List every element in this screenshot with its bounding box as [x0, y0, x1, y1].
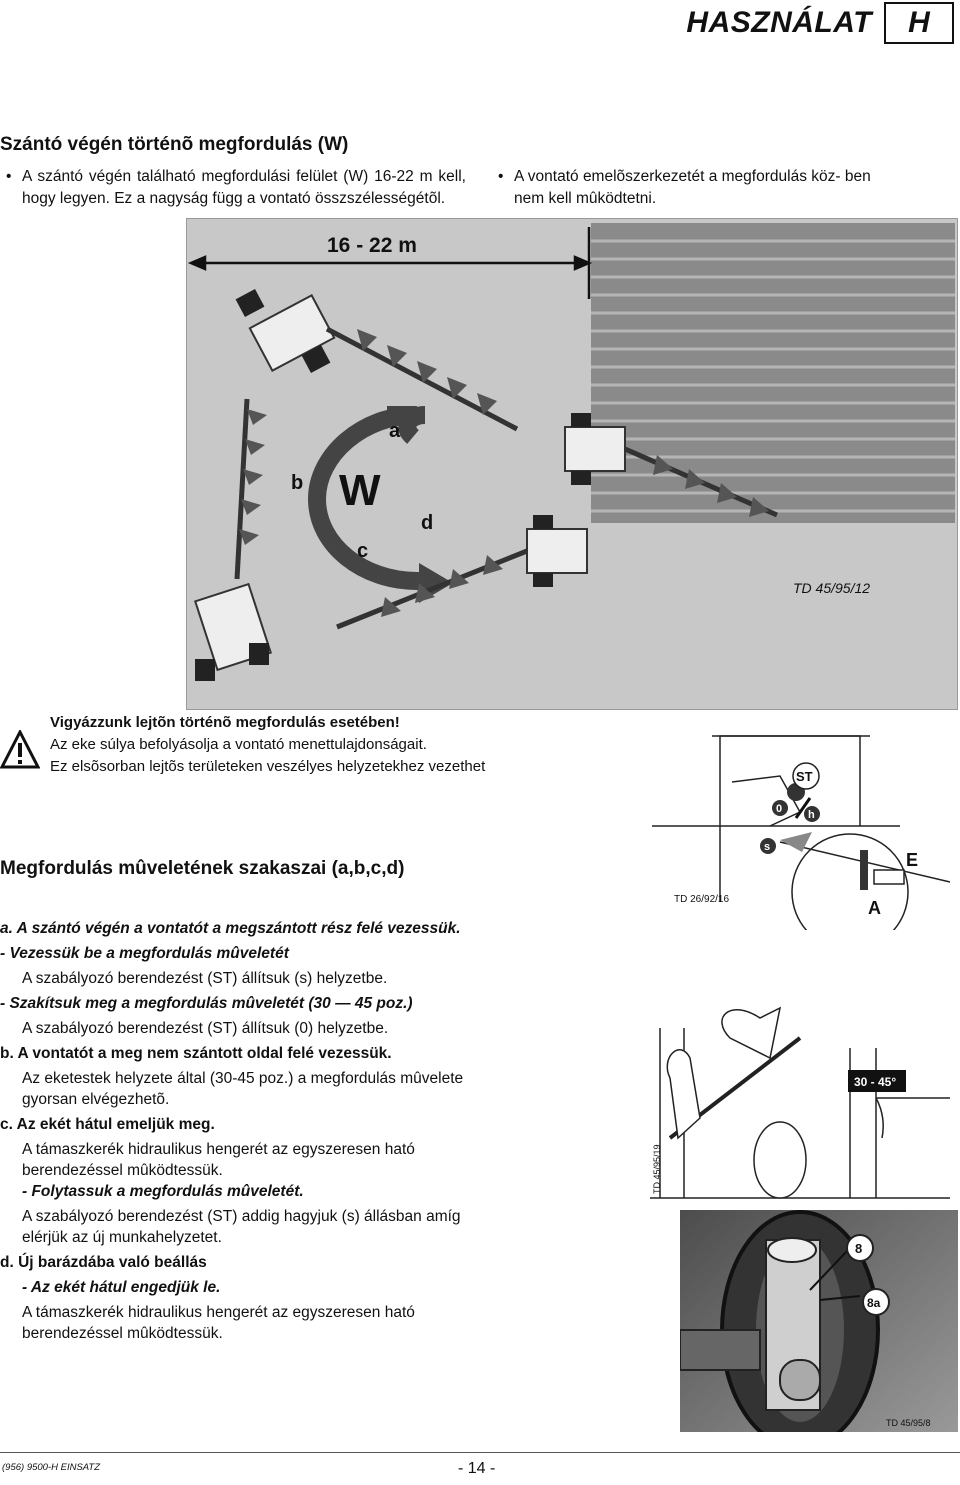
- field-diagram-svg: 16 - 22 m W a b c d: [187, 223, 955, 681]
- tractor-figure-ref: TD 26/92/16: [674, 894, 729, 905]
- step-b-title: b. A vontatót a meg nem szántott oldal f…: [0, 1045, 392, 1062]
- plough-figure-ref: TD 45/95/19: [652, 1144, 662, 1194]
- plough-angle-svg: 30 - 45° TD 45/95/19: [650, 1006, 950, 1199]
- step-c-title: c. Az ekét hátul emeljük meg.: [0, 1116, 215, 1133]
- step-b-text: Az eketestek helyzete által (30-45 poz.)…: [22, 1070, 464, 1108]
- tractor-label-e: E: [906, 850, 918, 870]
- step-d-sub: - Az ekét hátul engedjük le.: [22, 1279, 221, 1296]
- tractor-label-s: s: [764, 841, 770, 853]
- tractor-plough-1: [235, 289, 519, 432]
- plough-angle-label: 30 - 45°: [854, 1075, 896, 1089]
- warning-line-2: Az eke súlya befolyásolja a vontató mene…: [50, 736, 427, 753]
- wheel-label-8a: 8a: [867, 1296, 881, 1310]
- warning-line-1: Vigyázzunk lejtõn történõ megfordulás es…: [50, 714, 400, 731]
- label-c: c: [357, 540, 368, 562]
- steps-title: Megfordulás mûveletének szakaszai (a,b,c…: [0, 858, 405, 879]
- steps-list: a. A szántó végén a vontatót a megszánto…: [0, 918, 468, 1344]
- warning-text: Vigyázzunk lejtõn történõ megfordulás es…: [50, 712, 490, 778]
- footer-rule: [0, 1452, 960, 1453]
- label-b: b: [291, 472, 303, 494]
- tractor-plough-2: [193, 398, 273, 681]
- plough-angle-figure: 30 - 45° TD 45/95/19: [650, 998, 950, 1204]
- step-a-sub1-text: A szabályozó berendezést (ST) állítsuk (…: [22, 970, 388, 987]
- dimension-arrow: [187, 227, 593, 299]
- step-d-text: A támaszkerék hidraulikus hengerét az eg…: [22, 1304, 415, 1342]
- label-d: d: [421, 512, 433, 534]
- bullet-turning-area: A szántó végén található megfordulási fe…: [6, 166, 466, 210]
- tractor-control-svg: ST 0 h s E A TD 26/92/16: [652, 735, 951, 951]
- tractor-label-a: A: [868, 898, 881, 918]
- dimension-label: 16 - 22 m: [327, 234, 417, 257]
- field-diagram-ref: TD 45/95/12: [793, 580, 870, 596]
- support-wheel-photo: 8 8a TD 45/95/8: [679, 1210, 958, 1450]
- step-a-sub2: - Szakítsuk meg a megfordulás mûveletét …: [0, 995, 413, 1012]
- step-d-title: d. Új barázdába való beállás: [0, 1254, 207, 1271]
- page-number: - 14 -: [458, 1460, 496, 1477]
- step-a-title: a. A szántó végén a vontatót a megszánto…: [0, 920, 461, 937]
- section-title: Szántó végén történõ megfordulás (W): [0, 134, 349, 155]
- tractor-label-zero: 0: [776, 803, 782, 815]
- tractor-control-figure: ST 0 h s E A TD 26/92/16: [650, 722, 954, 951]
- support-wheel-svg: 8 8a TD 45/95/8: [679, 1210, 958, 1450]
- turning-arrow-w: [307, 406, 453, 603]
- label-a: a: [389, 420, 401, 442]
- tractor-label-h: h: [808, 809, 815, 821]
- center-label-w: W: [339, 466, 381, 515]
- bullet-lift-mechanism: A vontató emelõszerkezetét a megfordulás…: [498, 166, 874, 210]
- section-letter-box: H: [884, 2, 954, 44]
- step-c-text: A támaszkerék hidraulikus hengerét az eg…: [22, 1141, 415, 1179]
- wheel-label-8: 8: [855, 1241, 862, 1256]
- footer-doc-code: (956) 9500-H EINSATZ: [2, 1462, 101, 1473]
- step-c-sub: - Folytassuk a megfordulás mûveletét.: [22, 1183, 304, 1200]
- step-c-sub-text: A szabályozó berendezést (ST) addig hagy…: [22, 1208, 461, 1246]
- ploughed-area: [591, 223, 955, 523]
- header-title: HASZNÁLAT: [686, 6, 872, 39]
- step-a-sub1: - Vezessük be a megfordulás mûveletét: [0, 945, 289, 962]
- warning-triangle-icon: [0, 730, 40, 769]
- tractor-label-st: ST: [796, 769, 813, 784]
- tractor-plough-3: [336, 515, 588, 630]
- field-turning-diagram: 16 - 22 m W a b c d: [186, 218, 958, 710]
- wheel-figure-ref: TD 45/95/8: [886, 1418, 931, 1428]
- warning-line-3: Ez elsõsorban lejtõs területeken veszély…: [50, 758, 486, 775]
- tractor-plough-4: [564, 413, 778, 518]
- step-a-sub2-text: A szabályozó berendezést (ST) állítsuk (…: [22, 1020, 389, 1037]
